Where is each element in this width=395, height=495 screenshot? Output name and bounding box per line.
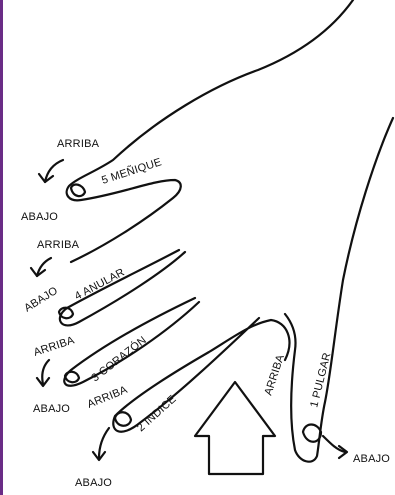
- middle-finger-arrow: [35, 358, 51, 388]
- middle-finger-name-label: 3 CORAZÓN: [89, 333, 149, 384]
- ring-finger-down-label: ABAJO: [22, 285, 60, 315]
- index-finger-arrow: [91, 426, 111, 462]
- middle-finger-outline: [63, 296, 201, 387]
- hand-upper-edge: [65, 0, 355, 264]
- thumb-nail: [301, 423, 323, 443]
- index-finger-up-label: ARRIBA: [86, 384, 130, 411]
- ring-finger-outline: [58, 248, 187, 327]
- ring-finger-arrow: [29, 256, 53, 278]
- ring-finger-up-label: ARRIBA: [37, 239, 80, 251]
- middle-fingernail: [63, 370, 81, 384]
- ring-finger-name-label: 4 ANULAR: [73, 266, 127, 302]
- index-finger-outline: [112, 316, 291, 433]
- thumb-and-palm-outline: [283, 116, 395, 463]
- ring-fingernail: [57, 306, 75, 320]
- hand-finger-diagram: ARRIBA 5 MEÑIQUE ABAJO ARRIBA 4 ANULAR A…: [21, 0, 395, 489]
- up-arrow-house: [193, 380, 277, 476]
- thumb-down-label: ABAJO: [353, 453, 390, 465]
- little-finger-down-label: ABAJO: [21, 211, 58, 223]
- little-finger-arrow: [37, 158, 65, 184]
- middle-finger-down-label: ABAJO: [33, 403, 70, 415]
- index-finger-down-label: ABAJO: [75, 477, 112, 489]
- index-fingernail: [113, 411, 133, 427]
- thumb-arrow: [321, 434, 349, 460]
- index-finger-name-label: 2 INDICE: [135, 393, 179, 434]
- little-finger-up-label: ARRIBA: [57, 138, 100, 150]
- middle-finger-up-label: ARRIBA: [32, 334, 76, 359]
- thumb-up-label: ARRIBA: [262, 353, 287, 397]
- little-fingernail: [69, 183, 87, 198]
